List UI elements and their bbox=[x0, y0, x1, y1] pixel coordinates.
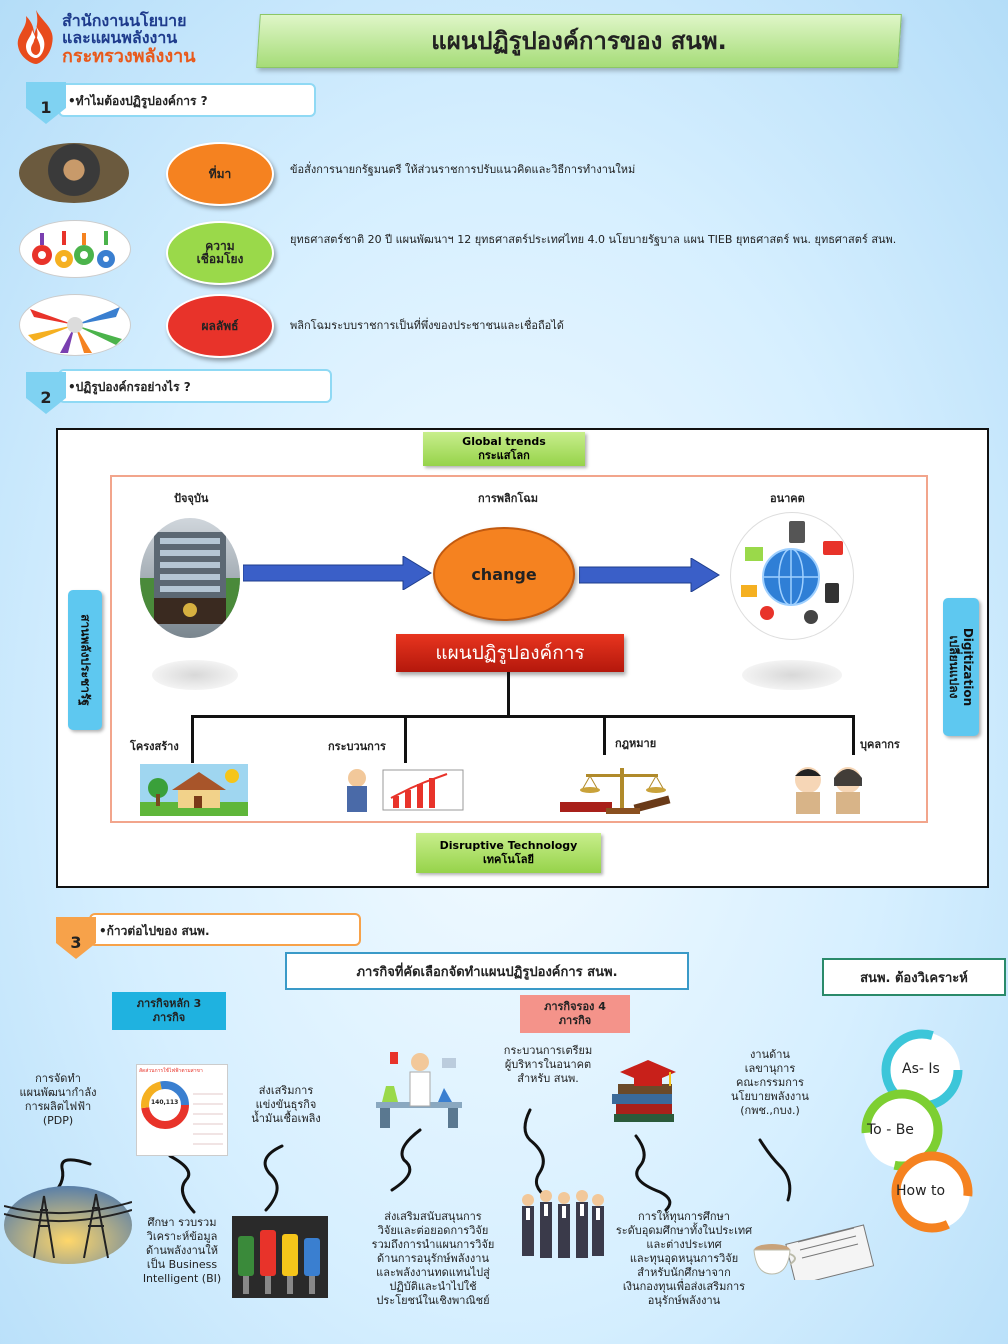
present-label: ปัจจุบัน bbox=[174, 492, 209, 505]
branch-personnel: บุคลากร bbox=[860, 738, 900, 751]
logo-line-1: สำนักงานนโยบาย bbox=[62, 11, 187, 30]
personnel-icon bbox=[795, 767, 862, 814]
infographic-title: สัดส่วนการใช้ไฟฟ้าตามสาขา bbox=[139, 1068, 203, 1074]
infographic-value: 140,113 bbox=[151, 1099, 179, 1106]
disruptive-technology-label: Disruptive Technology เทคโนโลยี bbox=[416, 833, 601, 873]
transformation-inner-frame bbox=[110, 475, 928, 823]
section-2-question: •ปฏิรูปองค์กรอย่างไร ? bbox=[58, 369, 332, 403]
hands-photo bbox=[19, 294, 131, 356]
arrow-right-icon bbox=[579, 558, 720, 592]
section-1-question: •ทำไมต้องปฏิรูปองค์การ ? bbox=[58, 83, 316, 117]
page-title-banner: แผนปฏิรูปองค์การของ สนพ. bbox=[256, 14, 902, 68]
analysis-title: สนพ. ต้องวิเคราะห์ bbox=[822, 958, 1006, 996]
page-title: แผนปฏิรูปองค์การของ สนพ. bbox=[431, 27, 727, 55]
sub-missions-badge: ภารกิจรอง 4 ภารกิจ bbox=[520, 995, 630, 1033]
section-2-number: 2 bbox=[26, 372, 66, 414]
scholarship-note: การให้ทุนการศึกษา ระดับอุดมศึกษาทั้งในปร… bbox=[615, 1210, 753, 1307]
branch-law: กฎหมาย bbox=[615, 737, 657, 750]
logo: สำนักงานนโยบาย และแผนพลังงาน กระทรวงพลัง… bbox=[12, 6, 252, 68]
section-3-number: 3 bbox=[56, 917, 96, 959]
reason-origin-text: ข้อสั่งการนายกรัฐมนตรี ให้ส่วนราชการปรับ… bbox=[290, 163, 636, 176]
arrow-right-icon bbox=[243, 556, 432, 590]
selected-missions-title: ภารกิจที่คัดเลือกจัดทำแผนปฏิรูปองค์การ ส… bbox=[285, 952, 689, 990]
fuel-nozzles-photo bbox=[232, 1216, 328, 1298]
tree-leg bbox=[603, 715, 606, 755]
tree-leg bbox=[852, 715, 855, 755]
how-to-label: How to bbox=[896, 1183, 946, 1199]
public-private-partnership-label: สานพลังประชารัฐ bbox=[68, 590, 102, 730]
main-missions-badge: ภารกิจหลัก 3 ภารกิจ bbox=[112, 992, 226, 1030]
fuel-note: ส่งเสริมการ แข่งขันธุรกิจ น้ำมันเชื้อเพล… bbox=[251, 1084, 321, 1125]
scientist-icon bbox=[376, 1052, 462, 1128]
pdp-note: การจัดทำ แผนพัฒนากำลัง การผลิตไฟฟ้า (PDP… bbox=[19, 1072, 97, 1127]
reason-result-text: พลิกโฉมระบบราชการเป็นที่พึ่งของประชาชนแล… bbox=[290, 319, 564, 332]
presentation-icon bbox=[347, 769, 464, 812]
as-is-label: As- Is bbox=[902, 1061, 940, 1077]
change-circle: change bbox=[433, 527, 575, 621]
research-note: ส่งเสริมสนับสนุนการ วิจัยและต่อยอดการวิจ… bbox=[371, 1210, 495, 1307]
future-label: อนาคต bbox=[770, 492, 805, 505]
branch-structure: โครงสร้าง bbox=[130, 740, 179, 753]
section-1-number: 1 bbox=[26, 82, 66, 124]
house-icon bbox=[140, 764, 248, 816]
prime-minister-photo bbox=[19, 143, 129, 203]
reason-link-text: ยุทธศาสตร์ชาติ 20 ปี แผนพัฒนาฯ 12 ยุทธศา… bbox=[290, 233, 897, 246]
office-building-photo bbox=[140, 518, 240, 638]
section-3-question: •ก้าวต่อไปของ สนพ. bbox=[89, 913, 361, 946]
coffee-notebook-icon bbox=[753, 1224, 874, 1280]
to-be-label: To - Be bbox=[867, 1122, 914, 1138]
reform-plan-header: แผนปฏิรูปองค์การ bbox=[396, 634, 624, 672]
transform-label: การพลิกโฉม bbox=[478, 492, 539, 505]
reason-result-badge: ผลลัพธ์ bbox=[166, 294, 274, 358]
tree-leg bbox=[191, 715, 194, 763]
technology-globe-photo bbox=[730, 512, 854, 640]
tree-trunk bbox=[507, 672, 510, 716]
digitization-label: Digitization เปลี่ยนแปลง bbox=[943, 598, 979, 736]
gears-photo bbox=[19, 220, 131, 278]
reason-link-badge: ความ เชื่อมโยง bbox=[166, 221, 274, 285]
bi-note: ศึกษา รวบรวม วิเคราะห์ข้อมูล ด้านพลังงาน… bbox=[142, 1216, 222, 1285]
executive-note: กระบวนการเตรียม ผู้บริหารในอนาคต สำหรับ … bbox=[503, 1044, 593, 1085]
justice-scale-icon bbox=[560, 768, 671, 814]
branch-process: กระบวนการ bbox=[328, 740, 386, 753]
tree-branch-line bbox=[191, 715, 855, 718]
secretary-note: งานด้าน เลขานุการ คณะกรรมการ นโยบายพลังง… bbox=[731, 1048, 809, 1117]
energy-infographic: สัดส่วนการใช้ไฟฟ้าตามสาขา 140,113 bbox=[136, 1064, 228, 1156]
global-trends-label: Global trends กระแสโลก bbox=[423, 432, 585, 466]
logo-line-2: และแผนพลังงาน bbox=[62, 28, 178, 47]
logo-line-3: กระทรวงพลังงาน bbox=[62, 46, 196, 67]
analysis-cycle-diagram bbox=[861, 1029, 973, 1233]
present-shadow bbox=[152, 660, 238, 690]
business-team-icon bbox=[522, 1190, 604, 1258]
reason-origin-badge: ที่มา bbox=[166, 142, 274, 206]
flame-logo-icon bbox=[17, 10, 53, 64]
future-shadow bbox=[742, 660, 842, 690]
power-lines-photo bbox=[4, 1186, 132, 1264]
graduation-books-icon bbox=[612, 1060, 676, 1122]
tree-leg bbox=[404, 715, 407, 763]
